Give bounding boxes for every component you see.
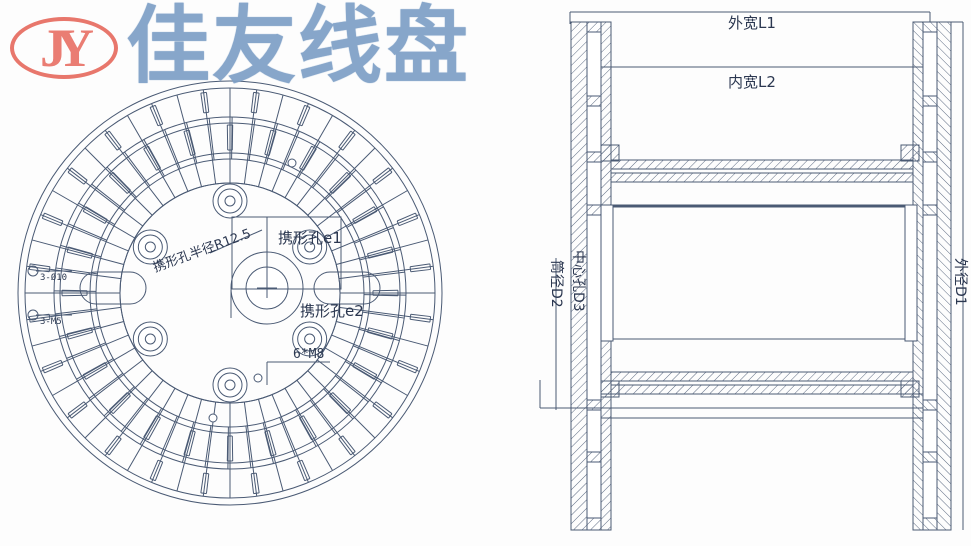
slot-hole-e2 <box>79 271 147 305</box>
label-outer-width: 外宽L1 <box>728 14 776 32</box>
center-bore-section <box>600 204 918 342</box>
label-3m5: 3-M5 <box>40 317 62 327</box>
label-barrel-diameter: 筒径D2 <box>548 260 565 308</box>
section-view-spool: 外宽L1 内宽L2 筒径D2 中心孔D3 外径D1 <box>539 11 968 531</box>
slot-hole-e1 <box>313 271 381 305</box>
label-center-hole: 中心孔D3 <box>570 250 586 312</box>
hub-lips <box>600 144 920 398</box>
bolt-hole-circle <box>132 158 328 423</box>
label-3d10: 3-Ø10 <box>40 272 67 283</box>
lower-projection-lines <box>539 380 923 419</box>
label-slot-e2: 携形孔e2 <box>300 302 364 320</box>
front-view-flange: 携形孔e1 携形孔e2 携形孔半径R12.5 6*M8 3-Ø10 3-M5 <box>17 80 443 506</box>
label-inner-width: 内宽L2 <box>728 73 776 91</box>
label-6m8: 6*M8 <box>293 347 324 362</box>
hub-plate <box>119 182 341 404</box>
section-dimension-frame <box>555 11 964 530</box>
dimension-leaders <box>27 216 342 385</box>
label-slot-e1: 携形孔e1 <box>278 229 342 247</box>
radial-rib-pattern <box>25 88 435 498</box>
right-flange <box>912 21 952 531</box>
drum-barrel <box>610 159 914 395</box>
label-outer-diameter: 外径D1 <box>952 258 968 306</box>
